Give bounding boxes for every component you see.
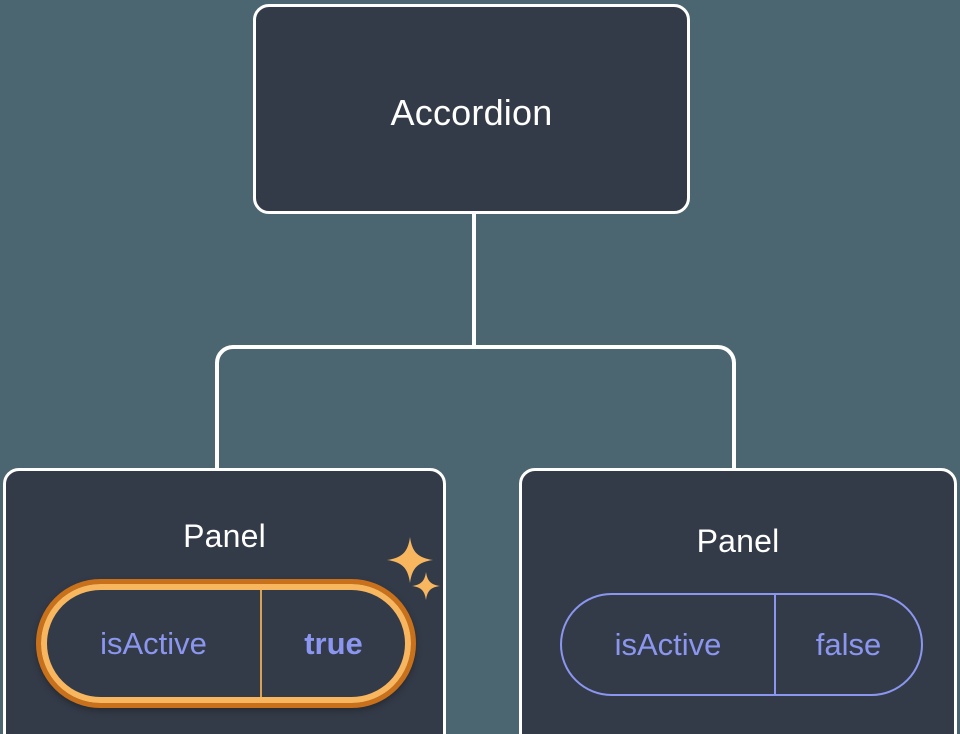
node-accordion-title: Accordion (390, 92, 553, 133)
prop-pill-isactive-false[interactable]: isActive false (560, 593, 923, 696)
prop-pill-highlight-ring: isActive true (41, 584, 411, 703)
prop-key-label: isActive (562, 595, 776, 694)
sparkle-small-icon (412, 572, 440, 600)
edge-bus-to-left-panel (215, 345, 474, 470)
sparkle-large-icon (387, 537, 433, 583)
node-panel-active[interactable]: Panel isActive true (3, 468, 446, 734)
prop-key-label: isActive (47, 590, 262, 697)
edge-bus-to-right-panel (474, 345, 736, 470)
node-panel-active-title: Panel (183, 518, 266, 554)
prop-pill-isactive-true[interactable]: isActive true (36, 579, 416, 708)
node-accordion[interactable]: Accordion (253, 4, 690, 214)
node-panel-inactive[interactable]: Panel isActive false (519, 468, 957, 734)
prop-value-label: false (815, 626, 882, 662)
prop-value-label: true (304, 625, 363, 661)
node-panel-inactive-title: Panel (696, 523, 780, 559)
